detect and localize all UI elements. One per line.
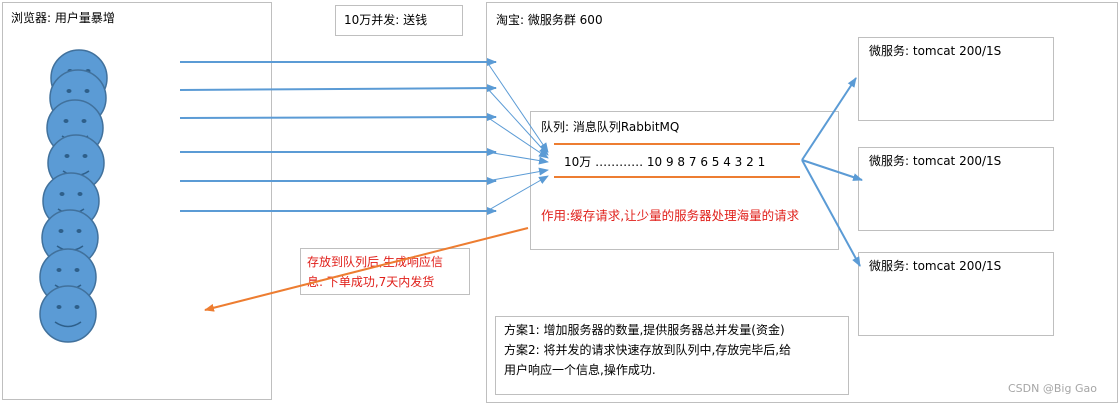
concurrency-note-box: 10万并发: 送钱 — [335, 5, 463, 36]
user-smiley-icon — [39, 285, 97, 343]
request-arrow-3 — [179, 113, 497, 122]
service-box-2: 微服务: tomcat 200/1S — [858, 147, 1054, 231]
service-box-1: 微服务: tomcat 200/1S — [858, 37, 1054, 121]
service-label-1: 微服务: tomcat 200/1S — [869, 44, 1002, 58]
response-arrow — [204, 227, 529, 312]
plans-box: 方案1: 增加服务器的数量,提供服务器总并发量(资金) 方案2: 将并发的请求快… — [495, 316, 849, 395]
request-arrows — [179, 58, 497, 215]
concurrency-note-text: 10万并发: 送钱 — [344, 13, 428, 27]
queue-converge-arrows — [486, 61, 549, 212]
plan-line-3: 用户响应一个信息,操作成功. — [504, 363, 656, 377]
service-box-3: 微服务: tomcat 200/1S — [858, 252, 1054, 336]
queue-content: 10万 ………… 10 9 8 7 6 5 4 3 2 1 — [564, 155, 766, 169]
service-label-3: 微服务: tomcat 200/1S — [869, 259, 1002, 273]
user-faces — [39, 49, 108, 343]
dispatch-arrow-1 — [801, 77, 857, 161]
queue-purpose: 作用:缓存请求,让少量的服务器处理海量的请求 — [541, 208, 800, 223]
queue-rails — [554, 143, 800, 178]
dispatch-arrows — [801, 77, 863, 267]
plan-line-1: 方案1: 增加服务器的数量,提供服务器总并发量(资金) — [504, 323, 785, 337]
plan-line-2: 方案2: 将并发的请求快速存放到队列中,存放完毕后,给 — [504, 343, 792, 357]
browser-title: 浏览器: 用户量暴增 — [11, 11, 115, 25]
queue-box: 队列: 消息队列RabbitMQ 作用:缓存请求,让少量的服务器处理海量的请求 — [530, 111, 839, 250]
response-line-2: 息: 下单成功,7天内发货 — [307, 275, 435, 289]
service-label-2: 微服务: tomcat 200/1S — [869, 154, 1002, 168]
queue-title: 队列: 消息队列RabbitMQ — [541, 120, 680, 134]
taobao-title: 淘宝: 微服务群 600 — [496, 13, 603, 27]
dispatch-arrow-2 — [801, 159, 863, 181]
dispatch-arrow-3 — [801, 159, 861, 267]
watermark: CSDN @Big Gao — [1008, 382, 1097, 395]
response-note-box: 存放到队列后,生成响应信 息: 下单成功,7天内发货 — [300, 248, 470, 295]
request-arrow-2 — [179, 84, 497, 93]
